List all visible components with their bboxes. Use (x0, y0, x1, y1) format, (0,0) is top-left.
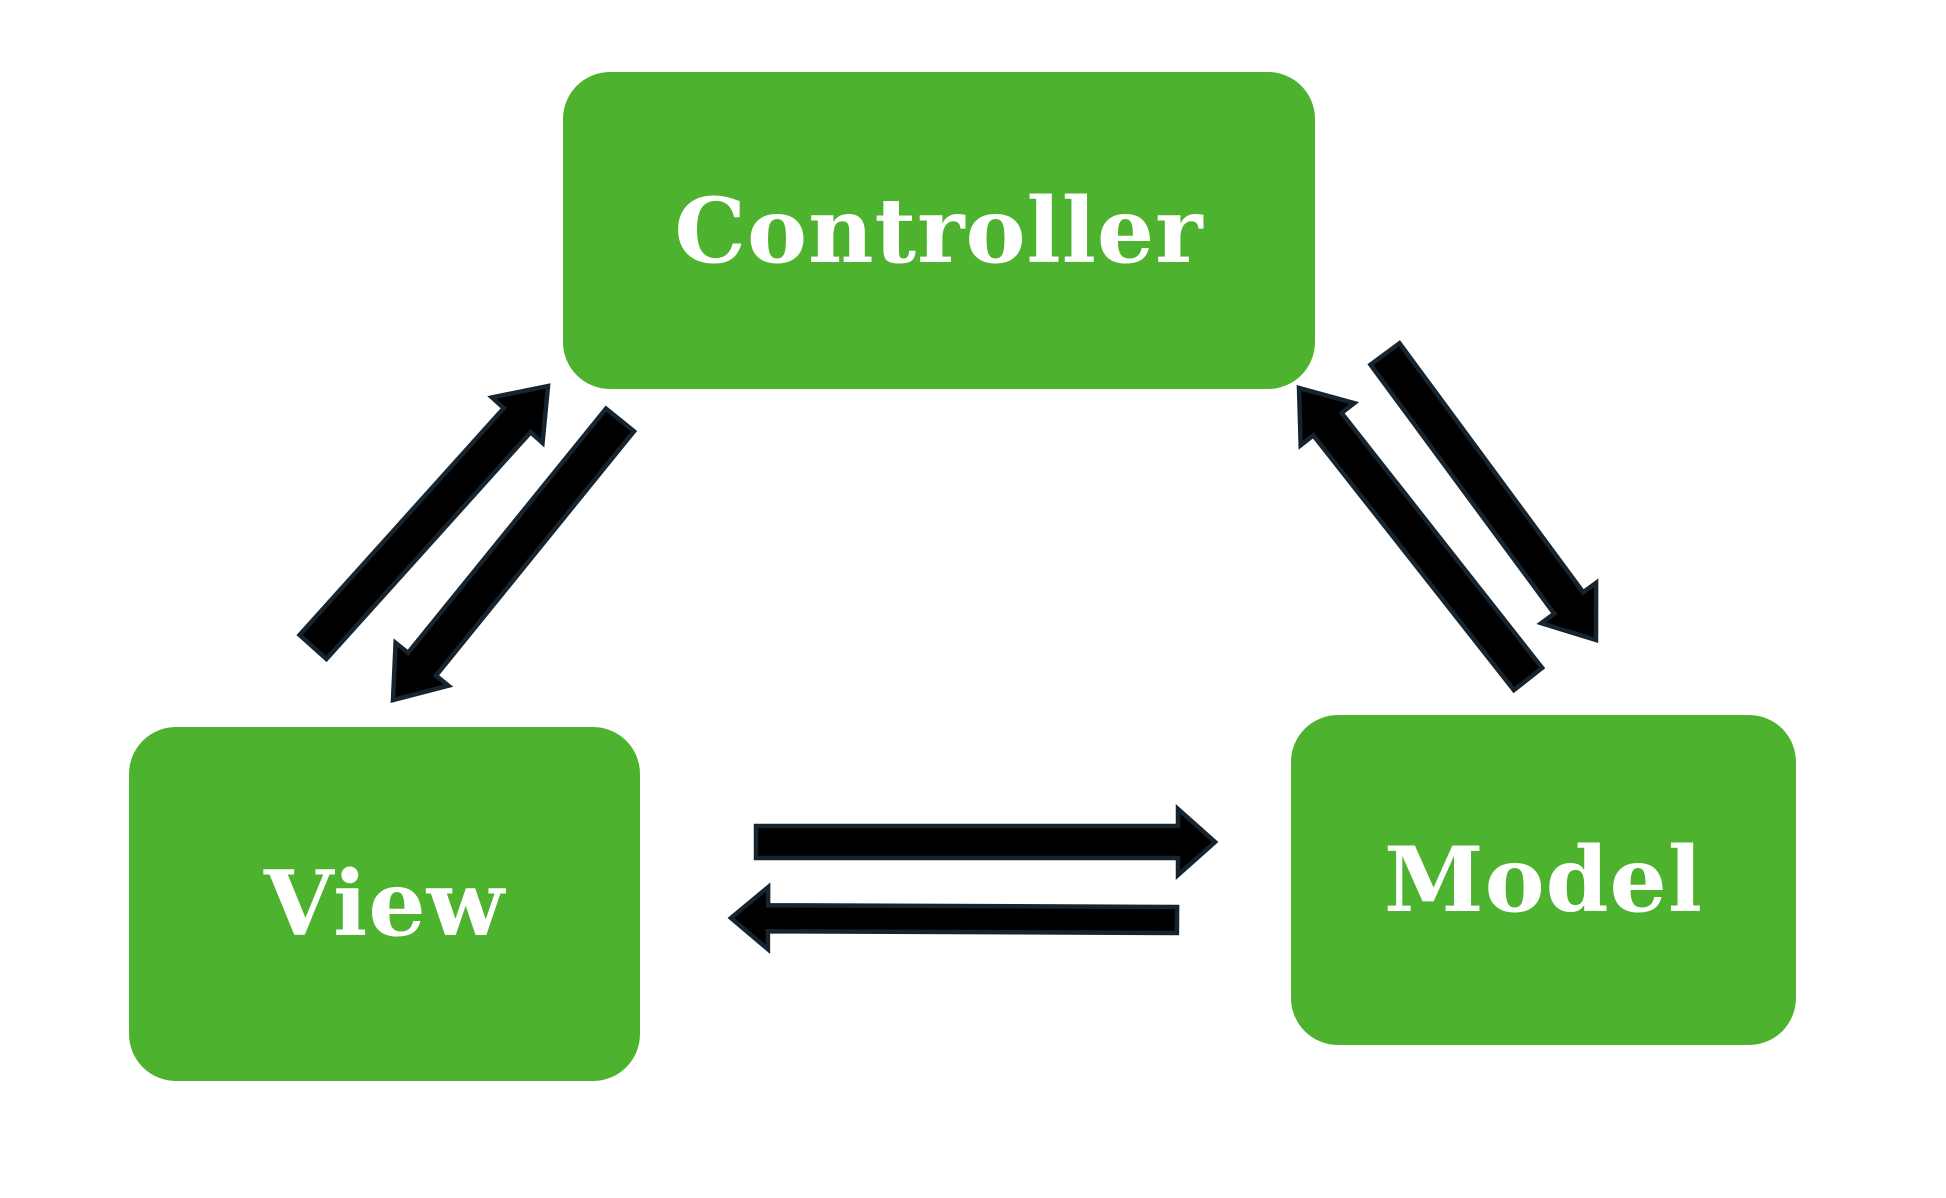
controller-to-view-arrow (390, 405, 638, 703)
view-to-controller-arrow (296, 383, 551, 663)
model-to-controller-arrow (1296, 385, 1546, 694)
controller-to-model-arrow (1367, 340, 1599, 644)
node-label-controller: Controller (674, 177, 1204, 284)
node-label-view: View (263, 851, 506, 957)
node-controller: Controller (563, 72, 1315, 389)
view-to-model-arrow (753, 803, 1219, 881)
node-label-model: Model (1383, 827, 1704, 933)
model-to-view-arrow (727, 882, 1180, 955)
node-model: Model (1291, 715, 1796, 1045)
node-view: View (129, 727, 640, 1081)
